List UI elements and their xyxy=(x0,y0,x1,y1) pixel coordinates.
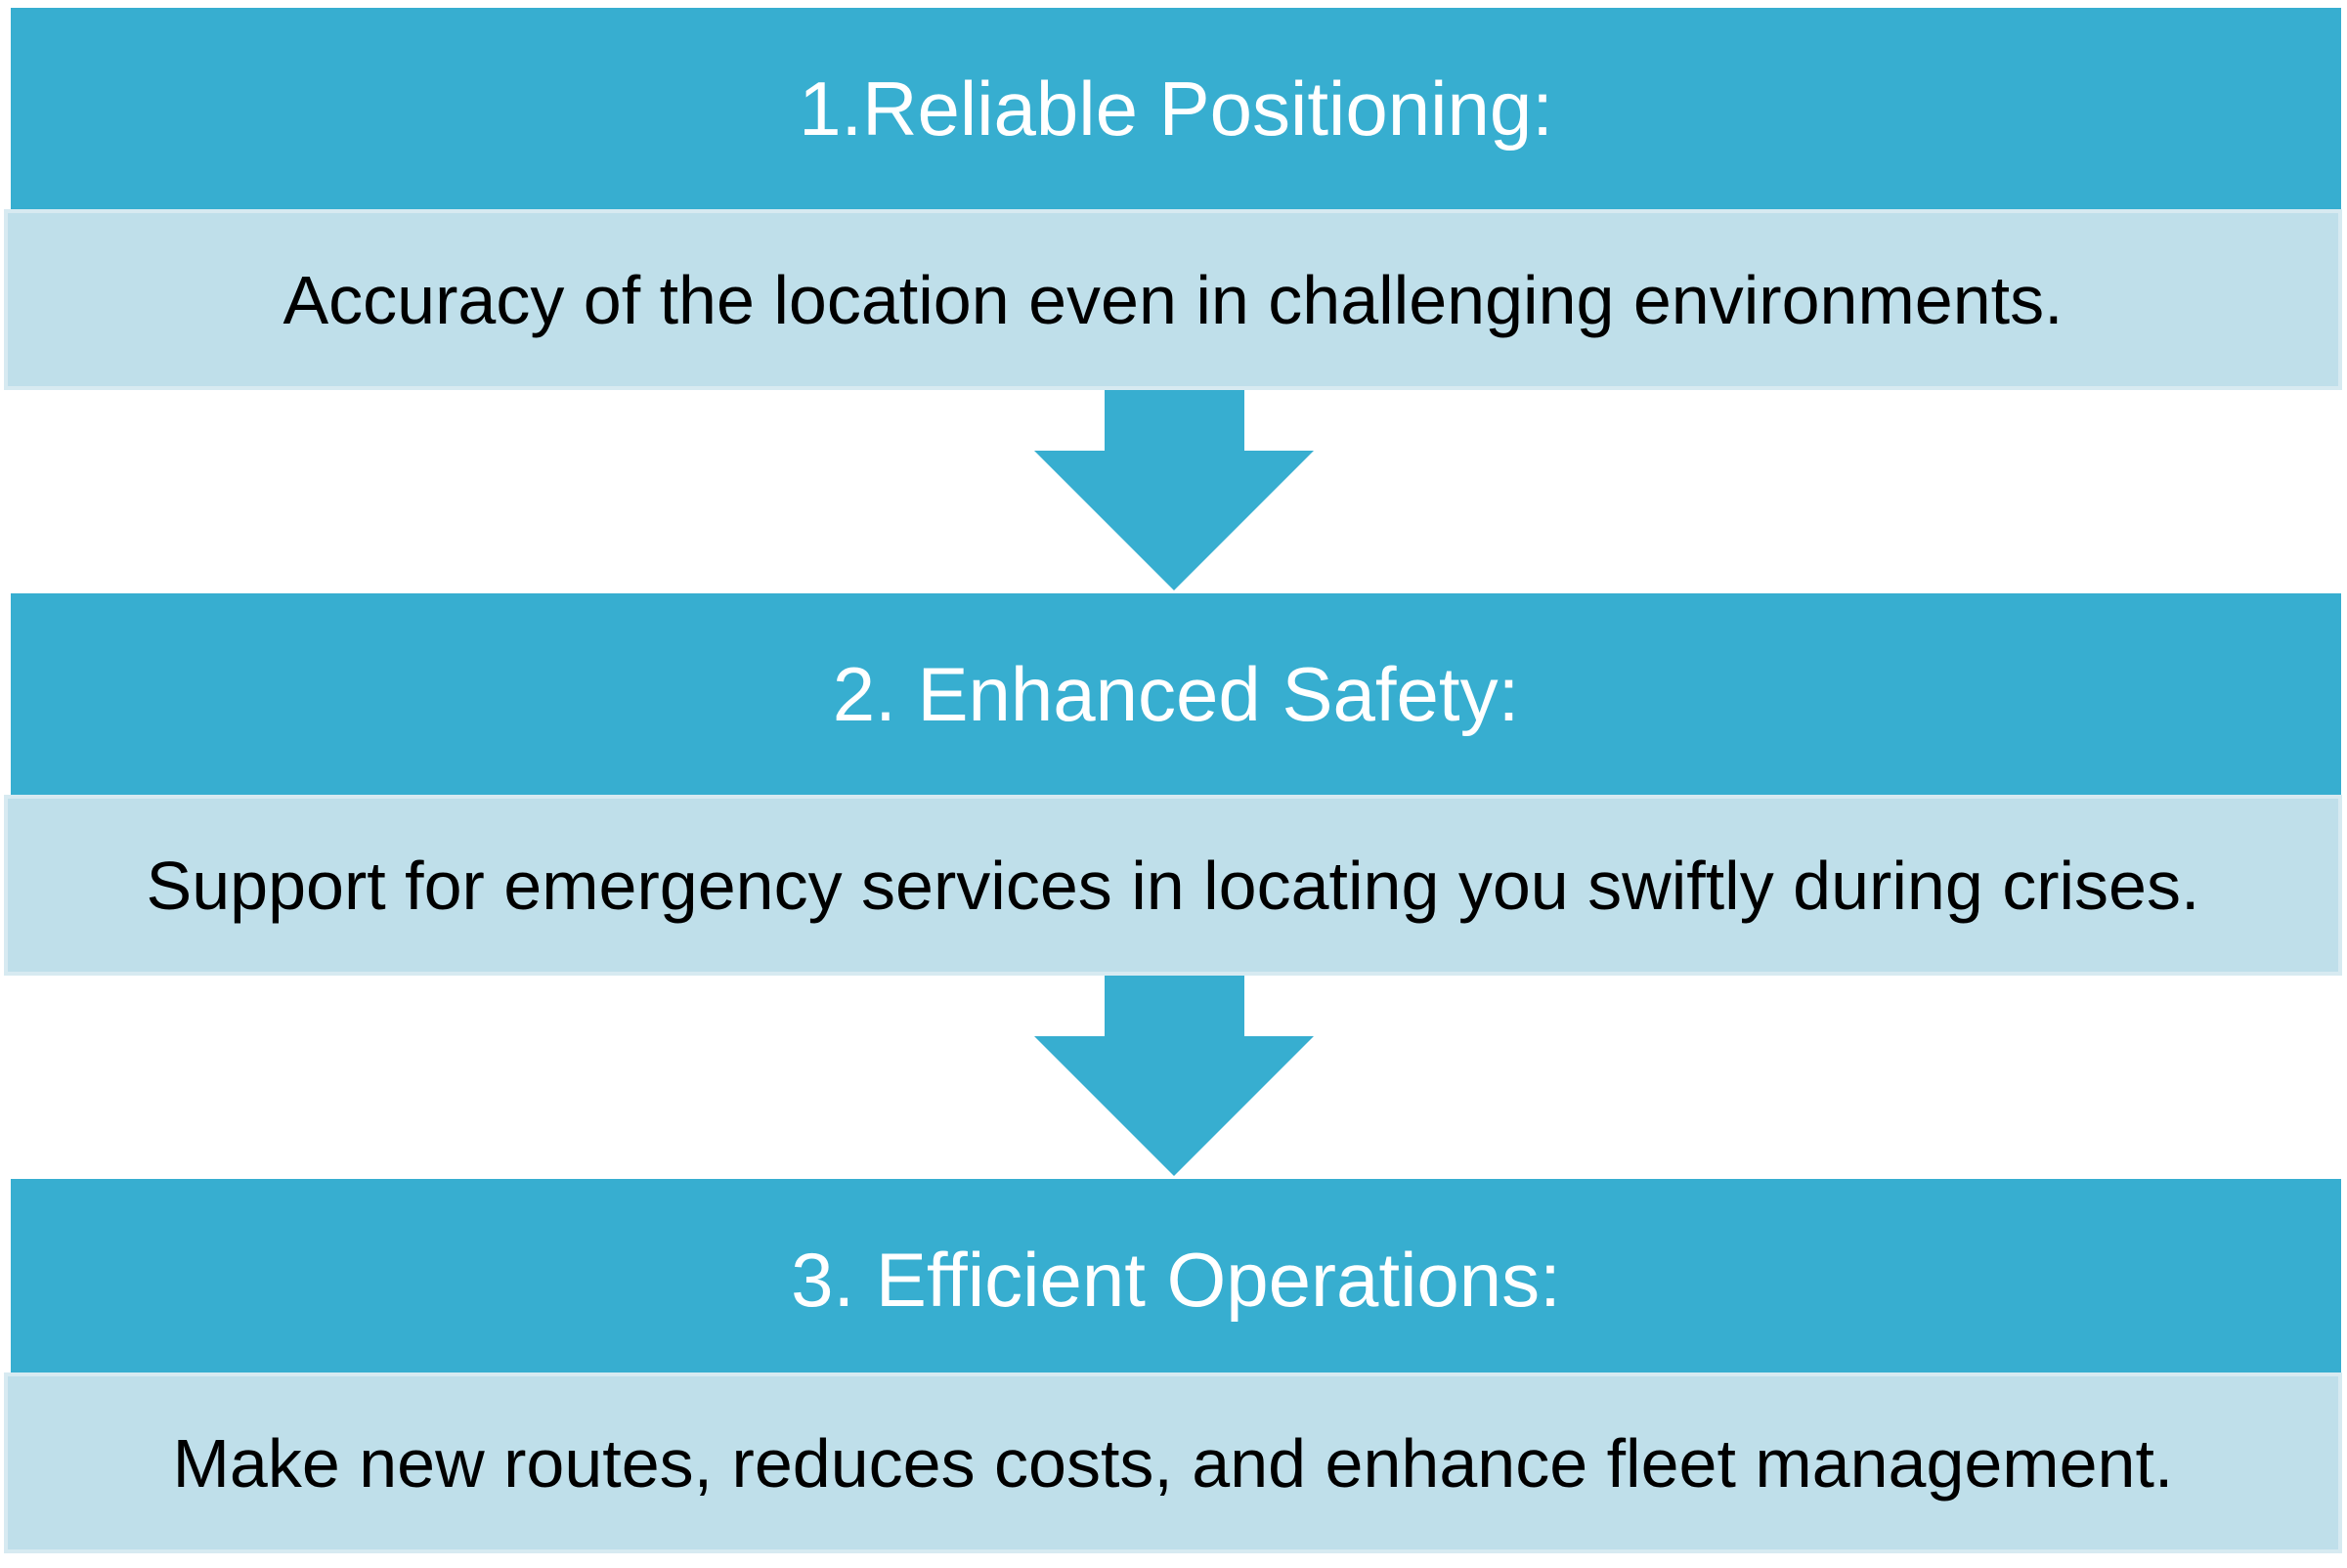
step-1-title: 1.Reliable Positioning: xyxy=(799,65,1553,152)
step-3-body: Make new routes, reduces costs, and enha… xyxy=(4,1372,2342,1553)
step-3-header: 3. Efficient Operations: xyxy=(11,1179,2341,1380)
step-1-description: Accuracy of the location even in challen… xyxy=(283,261,2064,338)
down-arrow-shape xyxy=(1034,976,1314,1176)
step-2-header: 2. Enhanced Safety: xyxy=(11,593,2341,795)
down-arrow-icon xyxy=(1034,390,1314,590)
step-3-title: 3. Efficient Operations: xyxy=(791,1236,1561,1323)
step-1-body: Accuracy of the location even in challen… xyxy=(4,209,2342,390)
down-arrow-icon xyxy=(1034,976,1314,1176)
step-3-description: Make new routes, reduces costs, and enha… xyxy=(172,1424,2174,1502)
step-2-title: 2. Enhanced Safety: xyxy=(832,650,1520,737)
step-1-header: 1.Reliable Positioning: xyxy=(11,8,2341,209)
step-2-description: Support for emergency services in locati… xyxy=(146,847,2200,924)
step-2-body: Support for emergency services in locati… xyxy=(4,795,2342,976)
down-arrow-shape xyxy=(1034,390,1314,590)
